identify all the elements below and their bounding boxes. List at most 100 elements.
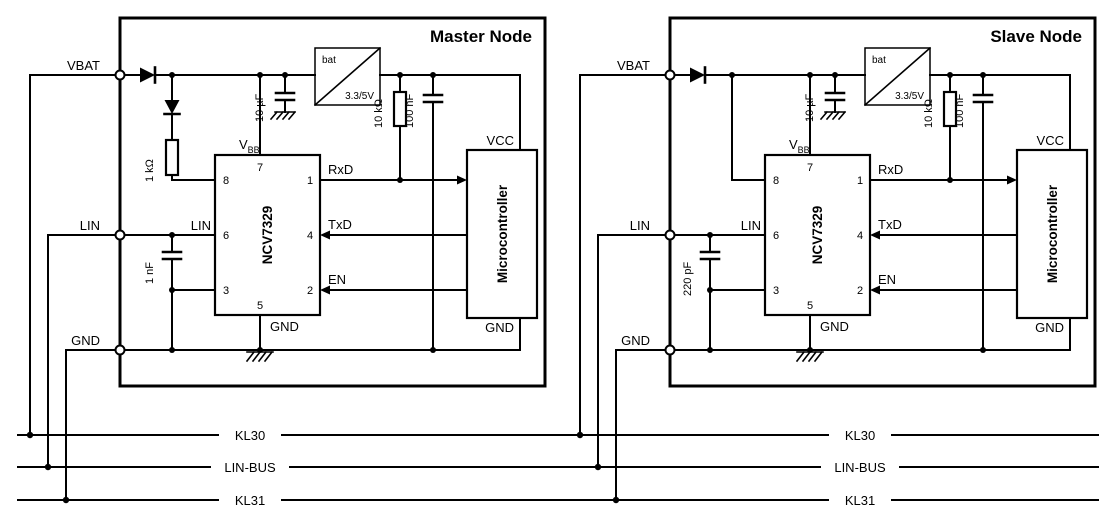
kl31-label: KL31	[845, 493, 875, 508]
lin-terminal	[664, 229, 676, 241]
arrow-right-icon	[1007, 175, 1017, 185]
txd-line	[870, 230, 1018, 240]
pin7-number: 7	[257, 162, 263, 174]
regulator-output-label: 3.3/5V	[895, 91, 924, 102]
transceiver-gnd-label: GND	[820, 319, 849, 334]
lin-label: LIN	[80, 218, 100, 233]
microcontroller-box	[465, 148, 539, 320]
microcontroller-name: Microcontroller	[495, 184, 510, 283]
decoupling-capacitor-label: 100 nF	[404, 93, 416, 128]
slave-node: Slave Node 10 µF bat 3.3/5V	[576, 16, 1097, 504]
junction-dots	[576, 72, 986, 504]
pin2-number: 2	[307, 285, 313, 297]
arrow-left-icon	[320, 230, 330, 240]
regulator-output-label: 3.3/5V	[345, 91, 374, 102]
txd-line	[320, 230, 468, 240]
micro-vcc-label: VCC	[487, 133, 514, 148]
lin-pin-label: LIN	[191, 218, 211, 233]
voltage-regulator: bat 3.3/5V	[863, 46, 932, 107]
node-frame	[668, 16, 1097, 388]
rxd-pullup-resistor	[392, 74, 408, 181]
node-title: Master Node	[430, 27, 532, 46]
decoupling-capacitor	[422, 74, 444, 351]
transceiver-gnd-label: GND	[270, 319, 299, 334]
bulk-capacitor-label: 10 µF	[254, 93, 266, 122]
en-label: EN	[878, 272, 896, 287]
en-line	[870, 285, 1018, 295]
pin5-number: 5	[807, 300, 813, 312]
node-frame	[118, 16, 547, 388]
lin-filter-capacitor-label: 1 nF	[144, 262, 156, 284]
pin8-number: 8	[223, 175, 229, 187]
termination-resistor	[164, 138, 180, 177]
vbb-pin-label: VBB	[789, 137, 810, 155]
pin4-number: 4	[307, 230, 313, 242]
decoupling-capacitor-label: 100 nF	[954, 93, 966, 128]
earth-ground-icon	[795, 350, 824, 363]
earth-ground-icon	[269, 110, 297, 121]
regulator-box	[314, 47, 381, 106]
transceiver-box	[213, 153, 322, 317]
microcontroller: Microcontroller	[465, 148, 539, 320]
pin1-number: 1	[307, 175, 313, 187]
bus-lines	[17, 434, 1099, 501]
arrow-left-icon	[320, 285, 330, 295]
rxd-line	[869, 175, 1017, 185]
arrow-left-icon	[870, 285, 880, 295]
bulk-capacitor	[269, 74, 297, 121]
node-title: Slave Node	[990, 27, 1082, 46]
pin5-number: 5	[257, 300, 263, 312]
gnd-terminal	[114, 344, 126, 356]
vbb-pin-label: VBB	[239, 137, 260, 155]
microcontroller-name: Microcontroller	[1045, 184, 1060, 283]
lin-filter-capacitor	[161, 234, 183, 351]
en-line	[320, 285, 468, 295]
micro-gnd-label: GND	[485, 320, 514, 335]
transceiver-name: NCV7329	[810, 206, 825, 265]
pin6-number: 6	[223, 230, 229, 242]
pin6-number: 6	[773, 230, 779, 242]
microcontroller-box	[1015, 148, 1089, 320]
kl30-label: KL30	[235, 428, 265, 443]
vbat-label: VBAT	[617, 58, 650, 73]
gnd-label: GND	[71, 333, 100, 348]
decoupling-capacitor	[972, 74, 994, 351]
lin-terminal	[114, 229, 126, 241]
micro-vcc-label: VCC	[1037, 133, 1064, 148]
rxd-label: RxD	[328, 162, 353, 177]
txd-label: TxD	[878, 217, 902, 232]
vbat-label: VBAT	[67, 58, 100, 73]
txd-label: TxD	[328, 217, 352, 232]
vbat-terminal	[114, 69, 126, 81]
lin-termination-branch	[163, 74, 216, 181]
arrow-right-icon	[457, 175, 467, 185]
gnd-label: GND	[621, 333, 650, 348]
bulk-capacitor	[819, 74, 847, 121]
vbat-terminal	[664, 69, 676, 81]
en-label: EN	[328, 272, 346, 287]
vbat-rail-wires	[704, 74, 1071, 156]
micro-gnd-label: GND	[1035, 320, 1064, 335]
termination-resistor-label: 1 kΩ	[144, 159, 156, 182]
lin-filter-capacitor-label: 220 pF	[682, 261, 694, 296]
lin-bus-label: LIN-BUS	[834, 460, 886, 475]
lin-bus-label: LIN-BUS	[224, 460, 276, 475]
earth-ground-icon	[819, 110, 847, 121]
pin3-number: 3	[223, 285, 229, 297]
regulator-input-label: bat	[872, 55, 886, 66]
reverse-protection-diode	[690, 66, 707, 84]
vbat-to-pin8-wire	[731, 74, 766, 181]
vbat-rail-wires	[154, 74, 521, 156]
regulator-box	[864, 47, 931, 106]
pin3-number: 3	[773, 285, 779, 297]
pin8-number: 8	[773, 175, 779, 187]
regulator-input-label: bat	[322, 55, 336, 66]
rxd-label: RxD	[878, 162, 903, 177]
earth-ground-icon	[245, 350, 274, 363]
pullup-resistor-label: 10 kΩ	[373, 99, 385, 128]
pin7-number: 7	[807, 162, 813, 174]
microcontroller: Microcontroller	[1015, 148, 1089, 320]
gnd-terminal	[664, 344, 676, 356]
lin-transceiver-ic: NCV7329 8 7 1 6 4 3 2 5	[763, 153, 872, 317]
